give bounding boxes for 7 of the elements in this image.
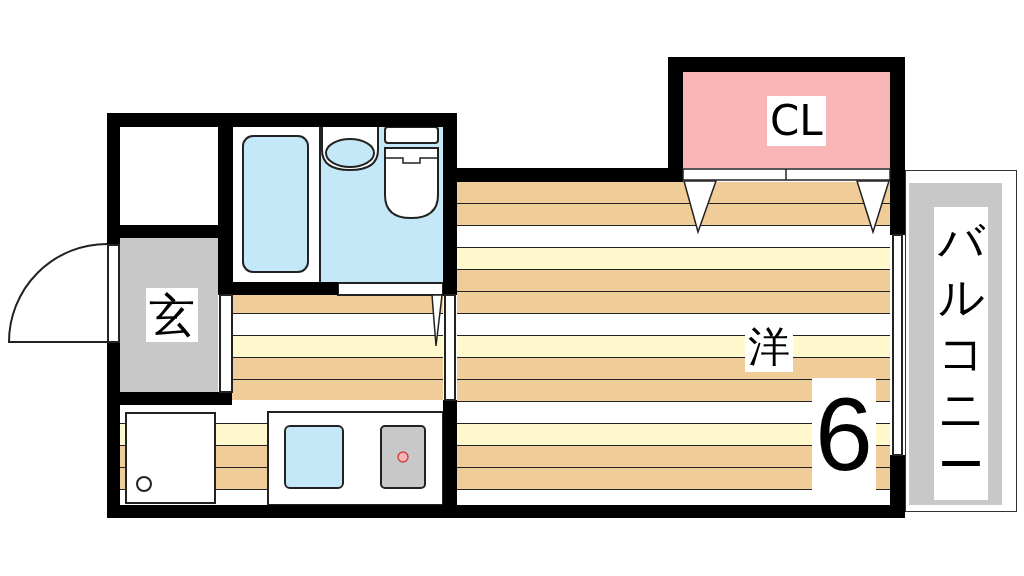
room-size-label: 6 — [812, 378, 876, 490]
room-label: バルコニー — [934, 207, 988, 500]
room-label: CL — [767, 96, 826, 146]
balcony — [905, 170, 1017, 512]
closet — [683, 72, 890, 168]
room-label: 玄 — [146, 288, 198, 342]
entrance-floor — [120, 238, 218, 392]
